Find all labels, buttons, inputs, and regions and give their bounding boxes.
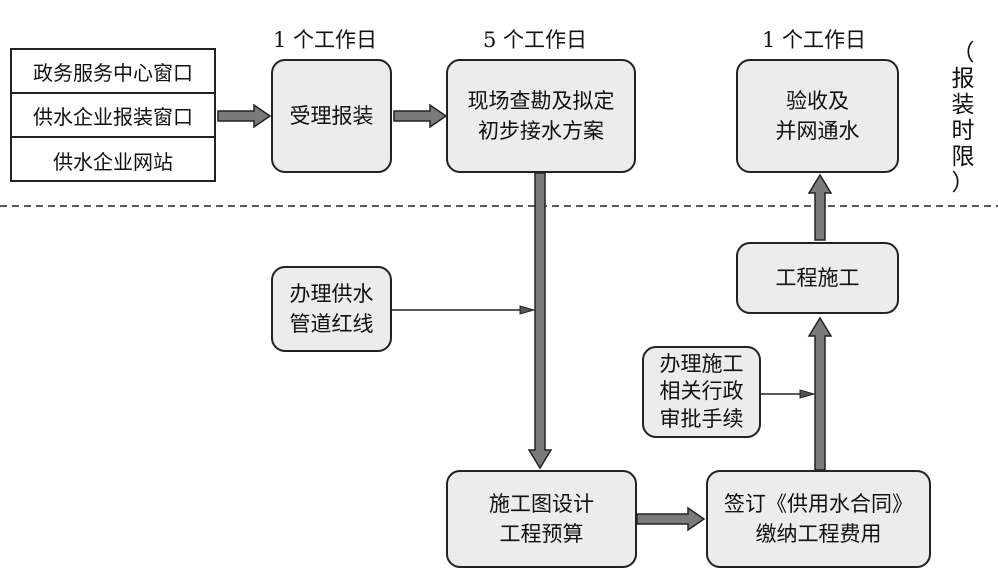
node-acceptance-connection: 验收及并网通水 [736, 59, 899, 173]
channel-water-company-counter: 供水企业报装窗口 [12, 94, 214, 138]
day-label-acceptance: 1 个工作日 [762, 28, 867, 52]
day-label-survey: 5 个工作日 [483, 28, 588, 52]
arrow-design-to-contract [636, 506, 706, 532]
arrow-approval-head [799, 389, 816, 399]
arrow-contract-to-construction [807, 316, 833, 471]
arrow-sources-to-accept [217, 103, 272, 129]
channel-government-service-center: 政务服务中心窗口 [12, 50, 214, 94]
day-label-accept: 1 个工作日 [273, 28, 378, 52]
channel-water-company-website: 供水企业网站 [53, 149, 173, 174]
side-label-time-limit: （ 报 装 时 限 ） [951, 40, 975, 196]
node-construction: 工程施工 [736, 242, 899, 314]
node-contract-fees: 签订《供用水合同》缴纳工程费用 [706, 470, 931, 568]
node-accept-application: 受理报装 [271, 59, 392, 173]
node-design-budget: 施工图设计工程预算 [446, 470, 637, 568]
arrow-survey-to-design [527, 172, 553, 470]
node-administrative-approval: 办理施工相关行政审批手续 [642, 346, 761, 438]
node-site-survey: 现场查勘及拟定初步接水方案 [446, 59, 636, 173]
arrow-construction-to-acceptance [807, 173, 833, 241]
arrow-accept-to-survey [393, 103, 448, 129]
arrow-pipeline-head [519, 305, 536, 315]
node-pipeline-permit: 办理供水管道红线 [271, 266, 392, 352]
application-channels-list: 政务服务中心窗口 供水企业报装窗口 供水企业网站 [10, 48, 216, 182]
